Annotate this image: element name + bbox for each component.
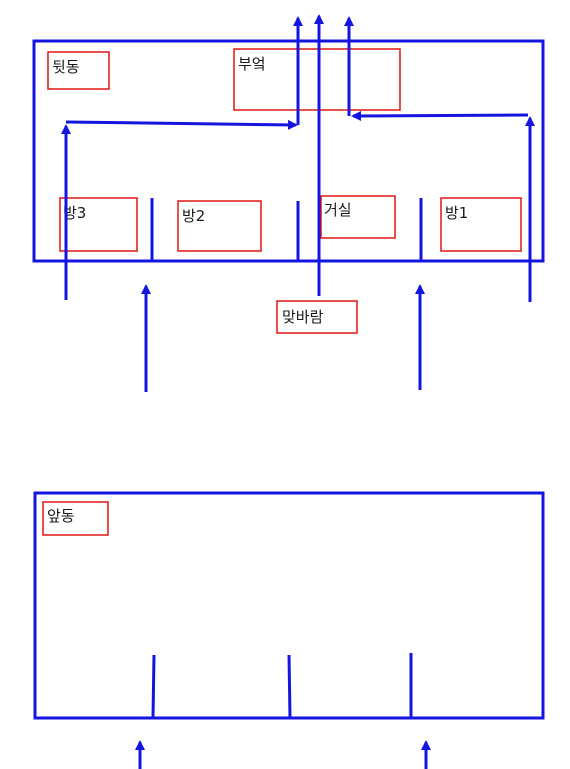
kitchen-label: 부엌 [238, 55, 266, 73]
airflow-arrow [351, 110, 529, 121]
room1-label: 방1 [445, 204, 468, 222]
front-building: 앞동 [33, 491, 545, 720]
label-cross-wind: 맞바람 [276, 300, 358, 334]
partition-wall [151, 654, 156, 719]
airflow-arrows [61, 14, 535, 769]
room2-label: 방2 [182, 207, 205, 225]
back-building-label: 뒷동 [52, 58, 80, 76]
living-room-label: 거실 [324, 201, 352, 219]
airflow-arrow [65, 119, 298, 130]
back-building-outline [32, 39, 545, 263]
label-back-building: 뒷동 [47, 51, 110, 90]
front-building-label: 앞동 [47, 507, 75, 525]
partition-wall [287, 654, 292, 719]
back-building: 뒷동 부엌 방3 방2 거실 방1 [32, 39, 545, 263]
label-front-building: 앞동 [42, 501, 109, 536]
cross-wind-label: 맞바람 [282, 308, 324, 326]
label-room1: 방1 [440, 197, 522, 252]
label-kitchen: 부엌 [233, 48, 401, 111]
label-room2: 방2 [177, 200, 262, 252]
label-living-room: 거실 [320, 195, 396, 239]
room3-label: 방3 [63, 204, 86, 222]
label-room3: 방3 [59, 197, 138, 252]
